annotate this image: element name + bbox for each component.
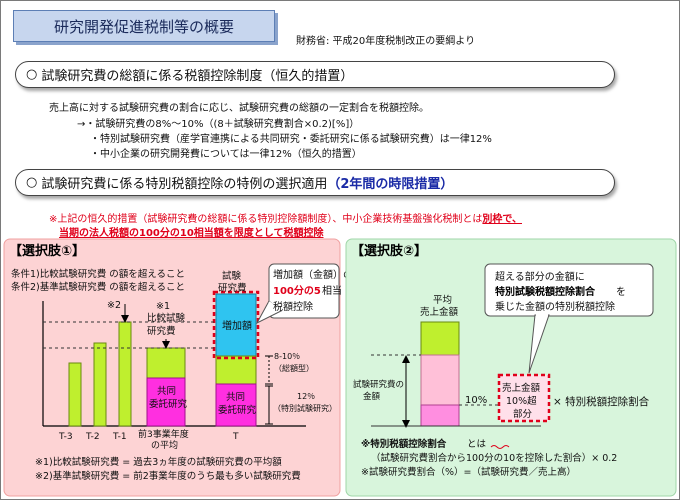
option1-callout-line3: 税額控除 xyxy=(273,300,313,313)
shiken-label-2: 研究費 xyxy=(218,282,247,294)
squiggle-mark xyxy=(490,445,510,449)
avg-sales-label-1: 平均 xyxy=(433,294,452,306)
tick-t-1: T-1 xyxy=(112,432,127,442)
section1-heading: ○ 試験研究費の総額に係る税額控除制度（恒久的措置） xyxy=(15,61,615,88)
formula-line2: （試験研究費割合から100分の10を控除した割合）× 0.2 xyxy=(371,452,617,464)
bullet-circle-icon: ○ xyxy=(26,175,38,190)
tick-t-3: T-3 xyxy=(58,432,73,442)
bar-t-green xyxy=(215,355,257,385)
section2-heading: ○ 試験研究費に係る特別税額控除の特例の選択適用 （2年間の時限措置） xyxy=(15,169,615,196)
excess-label-3: 部分 xyxy=(513,408,533,420)
section2-heading-tail: （2年間の時限措置） xyxy=(327,177,454,192)
section1-line-0: 売上高に対する試験研究費の割合に応じ、試験研究費の総額の一定割合を税額控除。 xyxy=(49,103,429,114)
increase-label: 増加額 xyxy=(222,319,252,332)
page-title: 研究開発促進税制等の概要 xyxy=(13,10,275,42)
option1-condition-2: 条件2)基準試験研究費 の額を超えること xyxy=(11,281,185,293)
option2-callout-line3: 乗じた金額の特別税額控除 xyxy=(495,300,615,313)
increase-highlight xyxy=(212,290,260,360)
option2-bar-magenta xyxy=(420,404,460,427)
avg-sales-label-2: 売上金額 xyxy=(420,306,459,318)
mark1-label: ※1 xyxy=(156,301,170,312)
special-note-line2: 当期の法人税額の100分の10相当額を限度として税額控除 xyxy=(59,228,324,239)
avg-joint-label-1: 共同 xyxy=(157,386,176,397)
special-note-line1: ※上記の恒久的措置（試験研究費の総額に係る特別控除額制度）、中小企業技術基盤強化… xyxy=(49,210,522,225)
bar-t-3 xyxy=(68,362,82,427)
pct810-label-2: （総額型） xyxy=(274,363,314,373)
excess-box xyxy=(497,373,551,423)
option2-callout-line1: 超える部分の金額に xyxy=(495,270,585,283)
tick-t: T xyxy=(232,432,239,442)
excess-label-1: 売上金額 xyxy=(502,382,541,394)
pct12-label-1: 12％ xyxy=(297,392,315,401)
option2-callout-line2-tail: を xyxy=(616,286,626,298)
t-joint-label-1: 共同 xyxy=(226,392,245,403)
option2-yaxis-label-2: 金額 xyxy=(363,391,381,402)
avg-joint-label-2: 委託研究 xyxy=(149,398,188,410)
tick-t-2: T-2 xyxy=(85,432,100,442)
option2-callout-bold: 特別試験税額控除割合 xyxy=(495,285,596,298)
bullet-circle-icon: ○ xyxy=(26,67,38,82)
formula-head: ※特別税額控除割合 xyxy=(361,438,447,450)
option1-footnote-1: ※1)比較試験研究費 = 過去3ヵ年度の試験研究費の平均額 xyxy=(35,456,282,468)
section1-heading-text: 試験研究費の総額に係る税額控除制度（恒久的措置） xyxy=(41,69,354,84)
section1-line-1: →・試験研究費の8%～10%（(8＋試験研究費割合×0.2)[%]） xyxy=(77,119,360,130)
bar-t-1 xyxy=(118,321,132,427)
pct12-label-2: （特別試験研究） xyxy=(273,403,337,413)
shiken-label-1: 試験 xyxy=(222,270,242,282)
option1-callout xyxy=(268,263,340,319)
special-note-line1-bold: 別枠で、 xyxy=(482,214,522,225)
source-note: 財務省: 平成20年度税制改正の要綱より xyxy=(296,36,476,47)
option2-pct10: 10% xyxy=(465,395,487,406)
bar-average-joint xyxy=(146,377,186,427)
option1-callout-line2-tail: 相当 xyxy=(322,284,342,297)
formula-tail: とは xyxy=(467,439,487,450)
option1-label: 【選択肢①】 xyxy=(9,243,85,259)
option1-footnote-2: ※2)基準試験研究費 = 前2事業年度のうち最も多い試験研究費 xyxy=(35,470,301,482)
option2-yaxis-label-1: 試験研究費の xyxy=(353,379,404,390)
bar-average-upper xyxy=(146,347,186,379)
option2-callout xyxy=(484,263,654,317)
option1-callout-red: 100分の5 xyxy=(273,284,321,297)
option2-bar-green xyxy=(420,321,460,356)
t-joint-label-2: 委託研究 xyxy=(218,404,257,416)
option1-callout-line1: 増加額（金額）の xyxy=(273,268,353,281)
bar-t-2 xyxy=(93,342,107,427)
mark2-label: ※2 xyxy=(107,300,121,311)
times-label: × 特別税額控除割合 xyxy=(553,395,650,408)
tick-prev-avg-1: 前3事業年度 xyxy=(138,428,189,440)
section1-line-2: ・特別試験研究費（産学官連携による共同研究・委託研究に係る試験研究費）は一律12… xyxy=(90,134,492,145)
pct810-label-1: 8-10％ xyxy=(274,352,300,361)
section1-line-3: ・中小企業の研究開発費については一律12%（恒久的措置） xyxy=(90,149,362,160)
formula-line3: ※試験研究費割合（%）=（試験研究費／売上高） xyxy=(361,466,576,478)
compare-label-2: 研究費 xyxy=(147,325,176,337)
special-note-line1-plain: ※上記の恒久的措置（試験研究費の総額に係る特別控除額制度）、中小企業技術基盤強化… xyxy=(49,214,483,225)
bar-t-joint xyxy=(215,383,257,427)
section2-heading-text: 試験研究費に係る特別税額控除の特例の選択適用 xyxy=(41,177,328,192)
option1-condition-1: 条件1)比較試験研究費 の額を超えること xyxy=(11,268,185,280)
excess-label-2: 10%超 xyxy=(506,395,537,407)
option2-bar-pink xyxy=(420,354,460,406)
option2-label: 【選択肢②】 xyxy=(351,243,427,259)
tick-prev-avg-2: の平均 xyxy=(151,439,178,451)
compare-label-1: 比較試験 xyxy=(147,312,186,324)
